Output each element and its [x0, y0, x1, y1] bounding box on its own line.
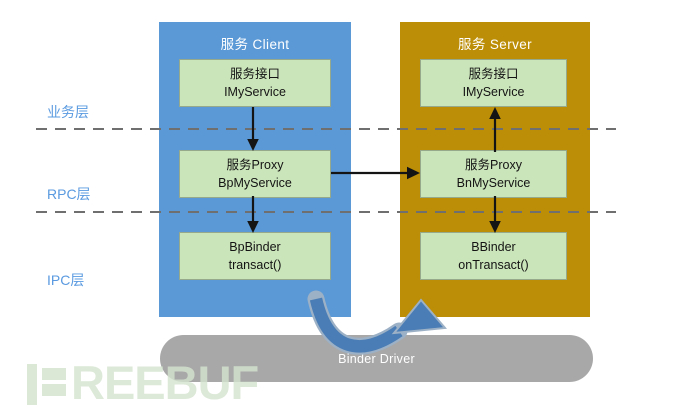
box-line: transact()	[228, 258, 282, 272]
box-line: 服务Proxy	[226, 157, 284, 172]
server-column-title: 服务 Server	[457, 37, 533, 52]
freebuf-f-icon	[27, 364, 37, 405]
layer-label-ipc: IPC层	[47, 272, 85, 288]
layer-label-rpc: RPC层	[47, 186, 91, 202]
freebuf-f-icon	[42, 368, 66, 396]
box-line: 服务Proxy	[465, 157, 522, 172]
binder-driver-bar: Binder Driver	[160, 335, 593, 382]
box-line: 服务接口	[468, 66, 519, 81]
layer-divider-rpc-ipc	[36, 211, 616, 213]
client-service-interface-box: 服务接口 IMyService	[179, 59, 331, 107]
layer-divider-business-rpc	[36, 128, 616, 130]
box-line: 服务接口	[229, 66, 280, 81]
box-line: onTransact()	[458, 258, 529, 272]
box-line: IMyService	[224, 85, 286, 99]
client-column: 服务 Client 服务接口 IMyService 服务Proxy BpMySe…	[159, 22, 351, 317]
server-column: 服务 Server 服务接口 IMyService 服务Proxy BnMySe…	[400, 22, 590, 317]
layer-label-business: 业务层	[47, 104, 89, 120]
box-line: BpBinder	[229, 239, 281, 254]
server-service-interface-box: 服务接口 IMyService	[420, 59, 567, 107]
server-service-proxy-box: 服务Proxy BnMyService	[420, 150, 567, 198]
client-column-title: 服务 Client	[220, 37, 290, 52]
client-service-proxy-box: 服务Proxy BpMyService	[179, 150, 331, 198]
server-bbinder-box: BBinder onTransact()	[420, 232, 567, 280]
box-line: IMyService	[462, 85, 525, 99]
box-line: BBinder	[471, 239, 516, 254]
client-bpbinder-box: BpBinder transact()	[179, 232, 331, 280]
binder-driver-label: Binder Driver	[338, 351, 415, 366]
box-line: BpMyService	[218, 176, 292, 190]
box-line: BnMyService	[456, 176, 531, 190]
